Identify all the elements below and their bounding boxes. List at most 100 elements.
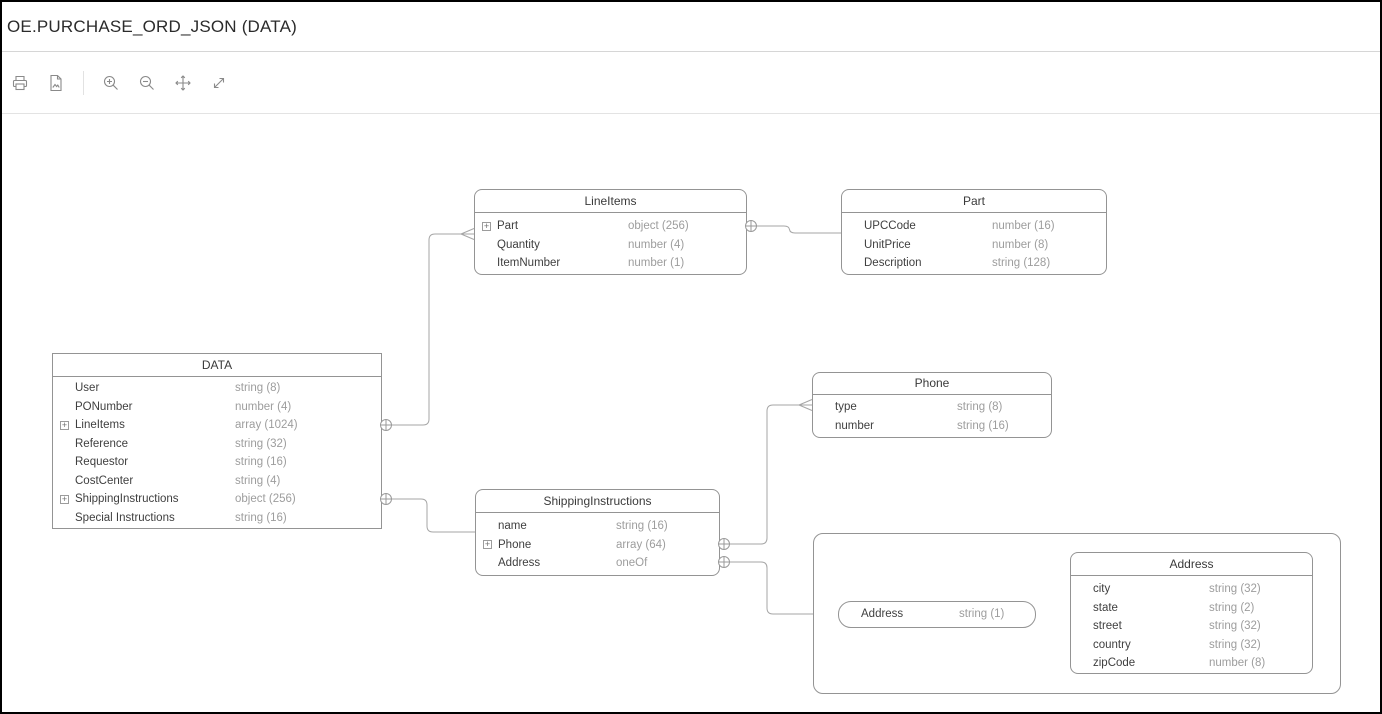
field-name: Quantity <box>497 238 540 251</box>
field-name: Phone <box>498 538 532 551</box>
connector-data-shippinginstructions <box>391 498 475 533</box>
field-row: Special Instructions string (16) <box>53 509 381 528</box>
zoom-out-icon <box>139 75 154 90</box>
entity-part-title: Part <box>842 190 1106 213</box>
field-row: + ShippingInstructions object (256) <box>53 490 381 509</box>
field-row: name string (16) <box>476 517 719 536</box>
field-row: + Phone array (64) <box>476 536 719 555</box>
field-name: type <box>835 401 857 413</box>
field-name: Special Instructions <box>75 511 175 524</box>
field-type: object (256) <box>235 493 296 505</box>
title-bar: OE.PURCHASE_ORD_JSON (DATA) <box>2 2 1380 52</box>
field-name: CostCenter <box>75 474 134 487</box>
entity-address-title: Address <box>1071 553 1312 576</box>
field-name: PONumber <box>75 400 133 413</box>
print-icon <box>12 75 28 90</box>
field-type: string (4) <box>235 474 281 487</box>
entity-phone-title: Phone <box>813 373 1051 395</box>
entity-address[interactable]: Address city string (32) state string (2… <box>1070 552 1313 674</box>
zoom-out-button[interactable] <box>137 73 157 93</box>
fit-to-screen-icon <box>213 77 225 88</box>
relation-anchor-icon[interactable] <box>718 538 730 550</box>
field-type: string (8) <box>235 382 281 394</box>
entity-data-title: DATA <box>53 354 381 377</box>
zoom-in-button[interactable] <box>101 73 121 93</box>
field-type: string (8) <box>957 401 1003 413</box>
field-name: name <box>498 520 527 532</box>
field-type: object (256) <box>628 220 689 232</box>
crows-foot-icon <box>798 399 813 411</box>
field-name: city <box>1093 583 1111 595</box>
field-row: state string (2) <box>1071 599 1312 618</box>
field-name: User <box>75 382 100 394</box>
field-type: string (32) <box>235 437 287 450</box>
field-type: string (32) <box>1209 620 1261 632</box>
field-row: + LineItems array (1024) <box>53 416 381 435</box>
field-row: number string (16) <box>813 417 1051 436</box>
connector-lineitems-part <box>756 225 841 234</box>
entity-part[interactable]: Part UPCCode number (16) UnitPrice numbe… <box>841 189 1107 275</box>
field-name: number <box>835 419 874 432</box>
export-image-button[interactable] <box>46 73 66 93</box>
field-row: Reference string (32) <box>53 435 381 454</box>
field-name: UnitPrice <box>864 238 911 251</box>
page-title: OE.PURCHASE_ORD_JSON (DATA) <box>7 16 298 36</box>
toolbar <box>2 52 1380 114</box>
crows-foot-icon <box>460 228 475 240</box>
field-row: ItemNumber number (1) <box>475 254 746 273</box>
field-name: street <box>1093 620 1122 632</box>
entity-shippinginstructions-title: ShippingInstructions <box>476 490 719 513</box>
expand-icon[interactable]: + <box>483 539 492 549</box>
field-row: UnitPrice number (8) <box>842 236 1106 255</box>
relation-anchor-icon[interactable] <box>380 419 392 431</box>
field-name: zipCode <box>1093 657 1136 669</box>
expand-icon[interactable]: + <box>60 419 69 430</box>
entity-phone[interactable]: Phone type string (8) number string (16) <box>812 372 1052 438</box>
expand-icon[interactable]: + <box>60 493 69 504</box>
connector-shipping-phone <box>729 404 799 545</box>
field-name: UPCCode <box>864 220 916 232</box>
field-type: string (1) <box>959 608 1005 620</box>
field-type: string (16) <box>957 419 1009 432</box>
diagram-canvas[interactable]: DATA User string (8) PONumber number (4)… <box>2 114 1380 712</box>
entity-address-scalar[interactable]: Address string (1) <box>838 601 1036 628</box>
field-row: PONumber number (4) <box>53 398 381 417</box>
field-type: string (16) <box>235 456 287 468</box>
field-row: zipCode number (8) <box>1071 654 1312 673</box>
expand-icon[interactable]: + <box>482 220 491 231</box>
connector-shipping-address <box>729 561 813 615</box>
field-type: number (4) <box>235 400 292 413</box>
field-name: LineItems <box>75 419 125 431</box>
zoom-in-icon <box>103 75 118 90</box>
field-name: Reference <box>75 437 129 450</box>
fit-to-screen-button[interactable] <box>209 73 229 93</box>
field-type: string (2) <box>1209 601 1255 614</box>
field-name: Address <box>498 557 541 569</box>
field-type: number (8) <box>992 238 1049 251</box>
field-name: ItemNumber <box>497 257 561 269</box>
entity-lineitems-title: LineItems <box>475 190 746 213</box>
field-type: oneOf <box>616 557 648 569</box>
pan-icon <box>175 74 191 91</box>
field-row: UPCCode number (16) <box>842 217 1106 236</box>
entity-data[interactable]: DATA User string (8) PONumber number (4)… <box>52 353 382 529</box>
field-row: street string (32) <box>1071 617 1312 636</box>
export-image-icon <box>50 74 62 91</box>
field-type: string (32) <box>1209 583 1261 595</box>
pan-button[interactable] <box>173 73 193 93</box>
field-row: city string (32) <box>1071 580 1312 599</box>
relation-anchor-icon[interactable] <box>380 493 392 505</box>
relation-anchor-icon[interactable] <box>718 556 730 568</box>
field-row: Requestor string (16) <box>53 453 381 472</box>
field-row: Quantity number (4) <box>475 236 746 255</box>
field-name: Part <box>497 220 519 232</box>
field-row: + Part object (256) <box>475 217 746 236</box>
field-row: country string (32) <box>1071 636 1312 655</box>
relation-anchor-icon[interactable] <box>745 220 757 232</box>
entity-shippinginstructions[interactable]: ShippingInstructions name string (16) + … <box>475 489 720 576</box>
field-name: Address <box>861 608 904 620</box>
print-button[interactable] <box>10 73 30 93</box>
field-type: array (64) <box>616 538 666 551</box>
entity-lineitems[interactable]: LineItems + Part object (256) Quantity n… <box>474 189 747 275</box>
